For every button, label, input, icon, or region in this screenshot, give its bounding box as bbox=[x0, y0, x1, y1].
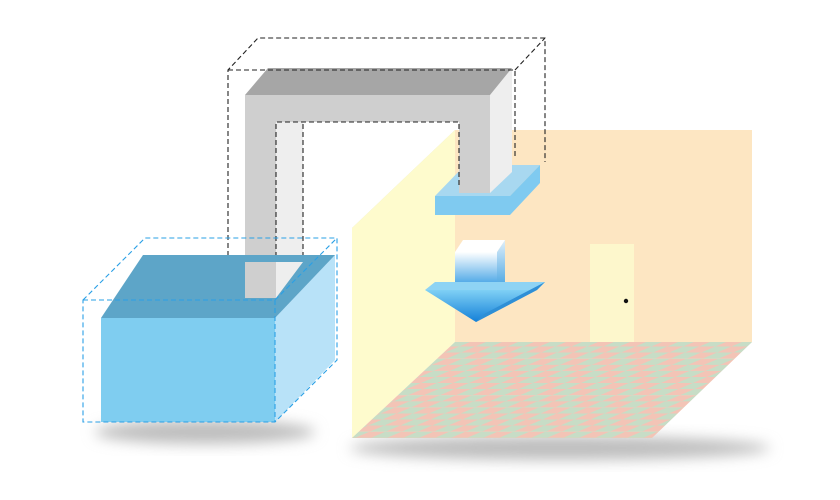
arrow-head-back bbox=[425, 282, 545, 290]
duct-right-side bbox=[490, 68, 512, 193]
arrow-head bbox=[425, 290, 537, 322]
vent-side bbox=[510, 165, 540, 215]
arrow-head-side bbox=[476, 282, 545, 322]
duct-base-inner bbox=[276, 262, 303, 298]
duct-base bbox=[245, 262, 276, 298]
unit-dashed-outline bbox=[82, 237, 338, 423]
duct-dashed-outline bbox=[227, 37, 546, 264]
arrow-shaft-side bbox=[497, 240, 505, 292]
ac-unit bbox=[101, 255, 335, 422]
airflow-arrow bbox=[425, 240, 545, 322]
duct-inner-face bbox=[276, 122, 303, 298]
room bbox=[352, 130, 752, 438]
room-door bbox=[590, 244, 634, 342]
room-shadow bbox=[350, 436, 770, 460]
arrow-shaft-top bbox=[455, 240, 505, 252]
room-left-wall bbox=[352, 130, 455, 438]
door-knob bbox=[623, 298, 629, 304]
unit-side bbox=[275, 255, 335, 422]
vent-front bbox=[435, 196, 510, 215]
unit-shadow bbox=[95, 420, 315, 444]
unit-front bbox=[101, 318, 275, 422]
duct-top bbox=[245, 68, 512, 95]
room-floor-tiles bbox=[352, 342, 752, 438]
